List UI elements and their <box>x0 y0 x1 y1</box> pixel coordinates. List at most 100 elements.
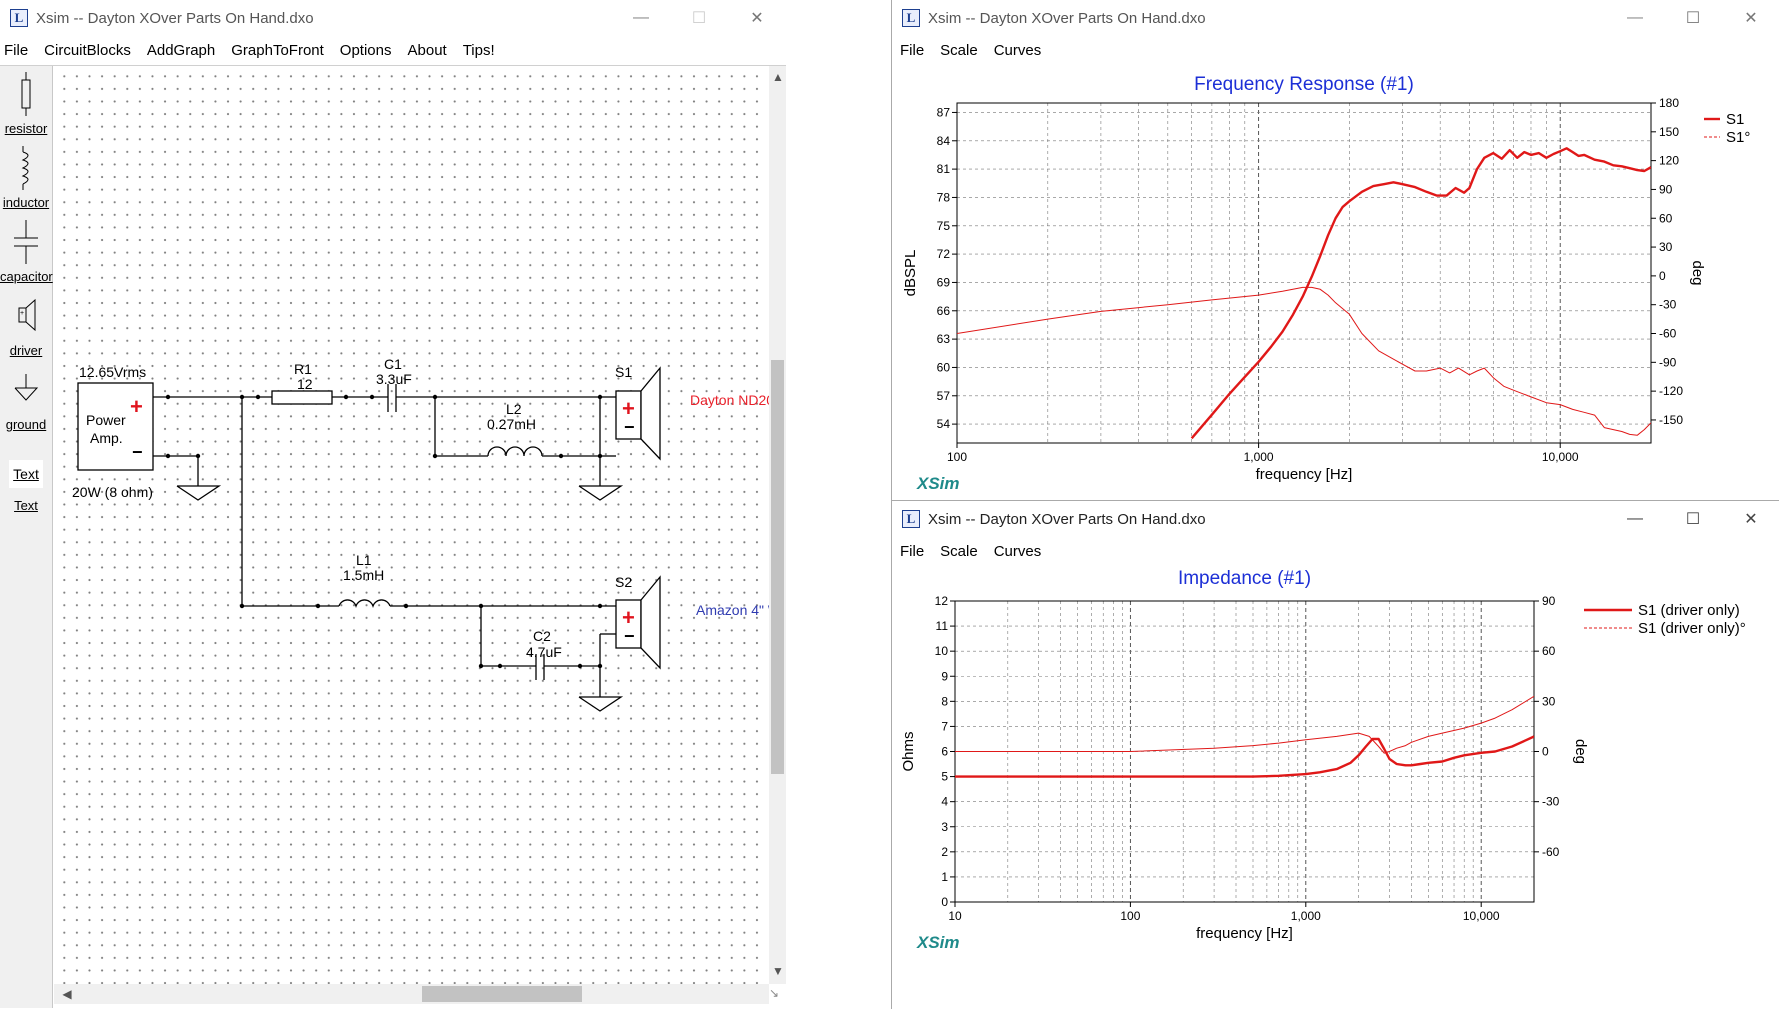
menu-curves[interactable]: Curves <box>993 41 1042 59</box>
y-tick-label: 87 <box>937 105 951 119</box>
schematic-canvas[interactable] <box>54 66 768 984</box>
minimize-button[interactable]: — <box>1627 510 1643 527</box>
y2-tick-label: 90 <box>1659 182 1673 196</box>
s1-model-label[interactable]: Dayton ND20TA-6 <box>690 392 786 408</box>
y2-tick-label: -30 <box>1659 298 1677 312</box>
freq-titlebar[interactable]: L Xsim -- Dayton XOver Parts On Hand.dxo… <box>892 0 1779 36</box>
imp-titlebar[interactable]: L Xsim -- Dayton XOver Parts On Hand.dxo… <box>892 501 1779 537</box>
y-tick-label: 75 <box>937 219 951 233</box>
menu-file[interactable]: File <box>4 41 29 59</box>
scroll-left-arrow[interactable]: ◀ <box>62 987 72 1001</box>
y2-tick-label: -120 <box>1659 384 1683 398</box>
s2-model-label[interactable]: Amazon 4" Woofer-4 <box>696 602 786 618</box>
y2-tick-label: -90 <box>1659 355 1677 369</box>
tool-capacitor[interactable]: capacitor <box>0 218 53 284</box>
amp-label-line2: Amp. <box>90 430 123 446</box>
svg-text:+: + <box>20 310 24 317</box>
xsim-app-icon: L <box>902 510 920 528</box>
menu-curves[interactable]: Curves <box>993 542 1042 560</box>
scroll-up-arrow[interactable]: ▲ <box>772 70 784 84</box>
y-tick-label: 8 <box>941 694 948 708</box>
y-tick-label: 1 <box>941 870 948 884</box>
y2-axis-label: deg <box>1689 260 1706 285</box>
tool-capacitor-label: capacitor <box>0 269 53 284</box>
menu-graphtofront[interactable]: GraphToFront <box>231 41 324 59</box>
l1-value: 1.5mH <box>343 567 384 583</box>
frequency-response-chart[interactable]: 545760636669727578818487-150-120-90-60-3… <box>892 66 1779 500</box>
y2-tick-label: 30 <box>1659 240 1673 254</box>
s1-plus: + <box>622 396 635 421</box>
y2-tick-label: 60 <box>1542 644 1556 658</box>
c1-value: 3.3uF <box>376 371 412 387</box>
y-tick-label: 66 <box>937 304 951 318</box>
menu-addgraph[interactable]: AddGraph <box>146 41 216 59</box>
legend-entry: S1° <box>1726 129 1750 146</box>
y-tick-label: 10 <box>935 644 949 658</box>
menu-circuitblocks[interactable]: CircuitBlocks <box>44 41 131 59</box>
hscroll-thumb[interactable] <box>422 986 582 1002</box>
component-toolbox: resistor inductor capacitor + driver gro… <box>0 66 53 1008</box>
minimize-button[interactable]: — <box>633 9 649 26</box>
xsim-watermark: XSim <box>916 933 960 952</box>
close-button[interactable]: ✕ <box>1744 10 1758 27</box>
y2-tick-label: 180 <box>1659 96 1679 110</box>
y-tick-label: 2 <box>941 845 948 859</box>
y2-tick-label: 0 <box>1659 269 1666 283</box>
s2-name: S2 <box>615 574 632 590</box>
tool-text[interactable]: Text Text <box>0 460 52 513</box>
s1-name: S1 <box>615 364 632 380</box>
tool-ground[interactable]: ground <box>0 366 52 432</box>
l2-value: 0.27mH <box>487 416 536 432</box>
s2-minus: − <box>624 626 635 646</box>
s2-plus: + <box>622 605 635 630</box>
y-axis-label: Ohms <box>900 731 917 771</box>
resistor-icon <box>21 72 31 116</box>
series-line-1 <box>955 735 1534 778</box>
menu-scale[interactable]: Scale <box>940 542 978 560</box>
y2-tick-label: -60 <box>1659 327 1677 341</box>
tool-inductor-label: inductor <box>2 195 50 210</box>
maximize-button[interactable]: ☐ <box>1685 10 1701 27</box>
y2-tick-label: -150 <box>1659 413 1683 427</box>
amp-plus-terminal: + <box>130 394 143 419</box>
tool-text-label: Text <box>14 498 38 513</box>
main-titlebar[interactable]: L Xsim -- Dayton XOver Parts On Hand.dxo… <box>0 0 786 36</box>
tool-inductor[interactable]: inductor <box>0 144 52 210</box>
tool-driver[interactable]: + driver <box>0 292 52 358</box>
s1-minus: − <box>624 417 635 437</box>
menu-tips[interactable]: Tips! <box>462 41 495 59</box>
tool-resistor[interactable]: resistor <box>0 70 52 136</box>
main-window: L Xsim -- Dayton XOver Parts On Hand.dxo… <box>0 0 786 1008</box>
maximize-button[interactable]: ☐ <box>691 10 707 27</box>
legend-entry: S1 <box>1726 111 1744 128</box>
close-button[interactable]: ✕ <box>1744 511 1758 528</box>
menu-file[interactable]: File <box>900 41 925 59</box>
x-tick-label: 100 <box>947 450 967 464</box>
menu-scale[interactable]: Scale <box>940 41 978 59</box>
menu-about[interactable]: About <box>407 41 447 59</box>
vscroll-thumb[interactable] <box>771 360 784 774</box>
grid-lines <box>956 103 1652 443</box>
menu-options[interactable]: Options <box>339 41 392 59</box>
freq-menubar: File Scale Curves <box>892 36 1779 64</box>
scroll-down-arrow[interactable]: ▼ <box>772 964 784 978</box>
minimize-button[interactable]: — <box>1627 9 1643 26</box>
hscroll-panel[interactable] <box>54 984 769 1004</box>
x-axis-label: frequency [Hz] <box>1196 925 1293 942</box>
driver-icon: + <box>18 298 36 332</box>
x-tick-label: 100 <box>1120 909 1140 923</box>
y2-tick-label: 150 <box>1659 125 1679 139</box>
close-button[interactable]: ✕ <box>750 10 764 27</box>
menu-file[interactable]: File <box>900 542 925 560</box>
y-tick-label: 0 <box>941 895 948 909</box>
resize-grip[interactable]: ↘ <box>769 986 780 1000</box>
series-line-2 <box>957 286 1651 436</box>
c2-name: C2 <box>533 628 551 644</box>
amp-label-line1: Power <box>86 412 126 428</box>
maximize-button[interactable]: ☐ <box>1685 511 1701 528</box>
y2-tick-label: 30 <box>1542 694 1556 708</box>
y-tick-label: 11 <box>936 619 949 633</box>
y-tick-label: 84 <box>937 134 951 148</box>
x-tick-label: 10 <box>948 909 962 923</box>
